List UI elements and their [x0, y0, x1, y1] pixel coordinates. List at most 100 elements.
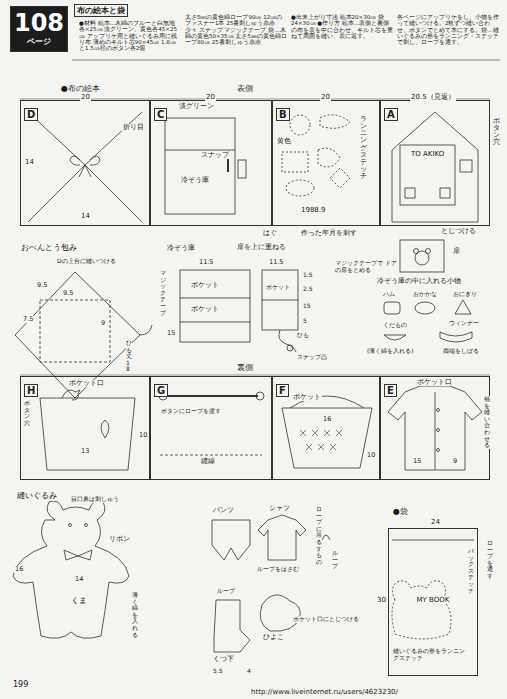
dimension: 11.5: [268, 259, 284, 266]
pattern-label: 冷ぞう庫の中に入れる小物: [376, 278, 462, 285]
pattern-label: ループをはさむ: [256, 566, 300, 573]
panel-letter: H: [24, 384, 38, 397]
dimension: 11.5: [198, 259, 214, 266]
pattern-label: ポケット: [190, 282, 220, 289]
panel-letter: E: [384, 384, 397, 397]
page-title: 布の絵本と袋: [74, 4, 128, 17]
pattern-label: 黄色: [276, 138, 292, 145]
dimension: 199: [12, 680, 29, 689]
pattern-label: おにぎり: [452, 291, 478, 298]
pattern-label: マジックテープで ドアの扉をとめる: [334, 260, 398, 274]
pattern-label: 折り目: [122, 124, 145, 131]
pattern-label: ロープに吊るすもの: [316, 506, 322, 565]
dimension: 16: [322, 416, 332, 423]
page-number: 108: [11, 9, 67, 37]
dimension: 14: [24, 158, 35, 166]
pattern-label: ひも: [296, 332, 310, 339]
dimension: 14: [80, 212, 91, 220]
dimension: 20: [80, 93, 91, 101]
dimension: 1.5: [302, 272, 314, 279]
panel-letter: F: [276, 384, 289, 397]
pattern-label: 表側: [236, 84, 254, 93]
dimension: 1988.9: [300, 206, 327, 214]
pattern-label: くだもの: [382, 322, 408, 329]
pattern-label: シャツ: [268, 505, 291, 512]
dimension: 20: [205, 93, 216, 101]
dimension: 4: [246, 668, 252, 675]
pattern-label: ポケット: [265, 284, 291, 291]
pattern-label: ひも丈18: [126, 340, 132, 373]
pattern-label: ポケット口にとじつける: [292, 616, 360, 623]
dimension: 15: [166, 330, 176, 337]
pattern-label: 扉を上に重ねる: [236, 244, 287, 251]
panel-letter: A: [384, 108, 398, 121]
pattern-label: ポケット口: [68, 380, 105, 387]
page-badge: 108ページ: [10, 6, 68, 52]
dimension: 5.5: [212, 668, 224, 675]
dimension: 14: [74, 576, 84, 583]
pattern-label: 作った年月を刺す: [300, 230, 358, 237]
dimension: 9: [452, 458, 458, 465]
pattern-label: 薄く綿を入れる: [132, 592, 138, 638]
pattern-label: ●袋: [392, 507, 409, 516]
page-panel: F: [272, 376, 380, 480]
pattern-label: ボタン穴: [24, 400, 30, 426]
materials-note: ●出来上がり寸法 絵本20×30㎝ 袋24×30㎝ ●作り方 絵本…表側と裏側の…: [290, 14, 394, 39]
pattern-label: ランニングステッチ: [360, 116, 367, 180]
pattern-label: おかかな: [412, 291, 438, 298]
dimension: 9.5: [62, 290, 74, 297]
pattern-label: TO AKIKO: [410, 150, 452, 158]
dimension: 15: [302, 303, 312, 310]
pattern-label: 淡グリーン: [178, 103, 215, 110]
pattern-label: 裏側: [236, 363, 254, 372]
panel-letter: G: [154, 384, 168, 397]
pattern-label: バックステッチ: [468, 548, 474, 594]
dimension: 24: [430, 518, 441, 526]
pattern-label: 両端をしぼる: [442, 348, 480, 355]
pattern-label: 縫いぐるみ: [16, 492, 58, 501]
pattern-label: くま: [70, 596, 88, 605]
pattern-label: Dの上台に縫いつける: [56, 258, 117, 265]
panel-letter: D: [24, 108, 38, 121]
pattern-label: パンツ: [212, 507, 235, 514]
pattern-label: 袖を縫い合わせる: [484, 396, 490, 449]
dimension: 16: [14, 566, 24, 573]
pattern-label: マジックテープ: [160, 270, 166, 316]
pattern-label: おべんとう包み: [20, 244, 78, 253]
dimension: 10: [366, 452, 376, 459]
pattern-label: ループ: [216, 588, 236, 595]
page-panel: A: [380, 100, 490, 226]
dimension: 7.5: [22, 316, 34, 323]
dimension: 15: [412, 458, 422, 465]
page-panel: D: [20, 100, 150, 226]
pattern-label: (薄く綿を入れる): [366, 348, 415, 355]
pattern-label: ループ: [332, 550, 338, 570]
pattern-label: 冷ぞう庫: [180, 176, 210, 184]
pattern-label: はぐ: [262, 230, 278, 237]
pattern-label: ポケット: [292, 394, 322, 401]
pattern-label: ウィンナー: [448, 320, 480, 327]
dimension: 10: [138, 432, 148, 439]
pattern-label: 縫いぐるみの形をランニングステッチ: [392, 648, 468, 662]
panel-letter: B: [276, 108, 290, 121]
pattern-label: ボタン穴: [493, 118, 500, 147]
dimension: 9.5: [36, 282, 48, 289]
pattern-label: 冷ぞう庫: [166, 244, 196, 252]
bag-text: MY BOOK: [417, 596, 450, 604]
pattern-label: ハム: [382, 291, 396, 298]
pattern-label: 扉: [452, 248, 461, 255]
dimension: 20: [320, 93, 331, 101]
pattern-label: ●布の絵本: [60, 84, 101, 93]
pattern-label: ひよこ: [262, 634, 285, 641]
page-panel: E: [380, 376, 490, 480]
pattern-label: くつ下: [212, 656, 235, 663]
pattern-label: ボタンにロープを渡す: [160, 408, 232, 415]
pattern-label: とじつける: [440, 228, 477, 235]
materials-note: ●材料 絵本…木綿のブルーと白無地各×25㎝ 淡グリーン、黄色各45×25㎝ ア…: [78, 20, 182, 52]
dimension: 5: [302, 318, 308, 325]
pattern-label: ポケット: [190, 306, 220, 313]
pattern-label: スナップ: [200, 152, 230, 159]
pattern-label: ポケット口: [416, 379, 453, 386]
page-word: ページ: [11, 37, 67, 47]
